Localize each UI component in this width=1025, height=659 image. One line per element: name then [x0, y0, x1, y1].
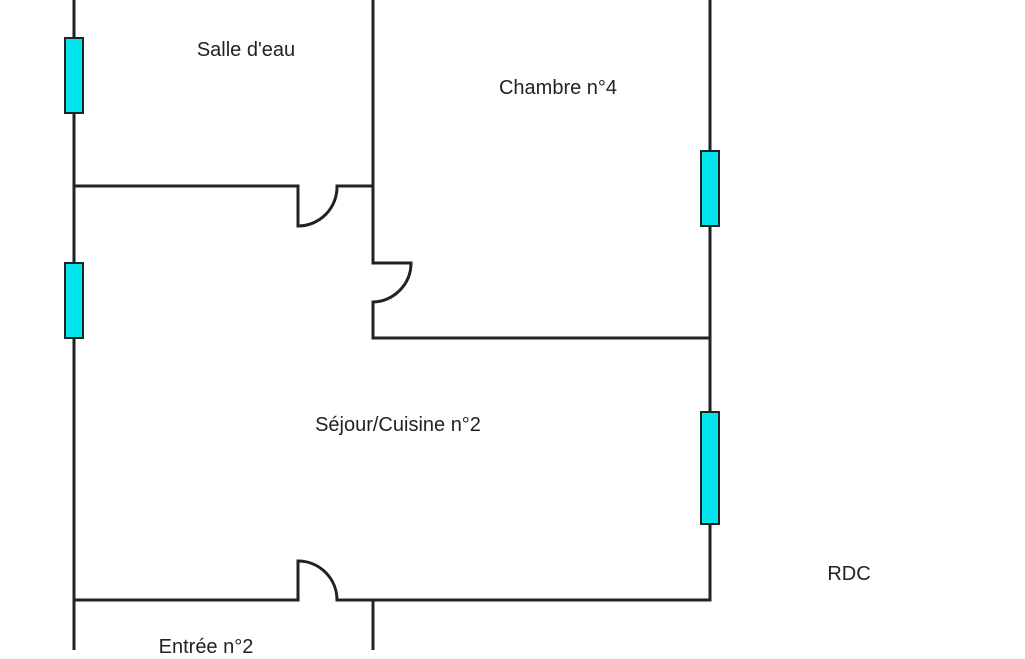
room-label-chambre-4: Chambre n°4 [498, 77, 618, 99]
window-sejour-right [700, 411, 720, 525]
window-salle-deau [64, 37, 84, 114]
door-entree [296, 559, 339, 601]
room-label-entree-2: Entrée n°2 [158, 636, 254, 658]
window-sejour-left [64, 262, 84, 339]
window-chambre-4 [700, 150, 720, 227]
room-label-sejour-cuisine-2: Séjour/Cuisine n°2 [315, 414, 481, 436]
level-label: RDC [827, 563, 871, 585]
door-salle-deau [296, 185, 339, 228]
room-label-salle-deau: Salle d'eau [196, 39, 296, 61]
door-chambre-4 [372, 261, 413, 304]
